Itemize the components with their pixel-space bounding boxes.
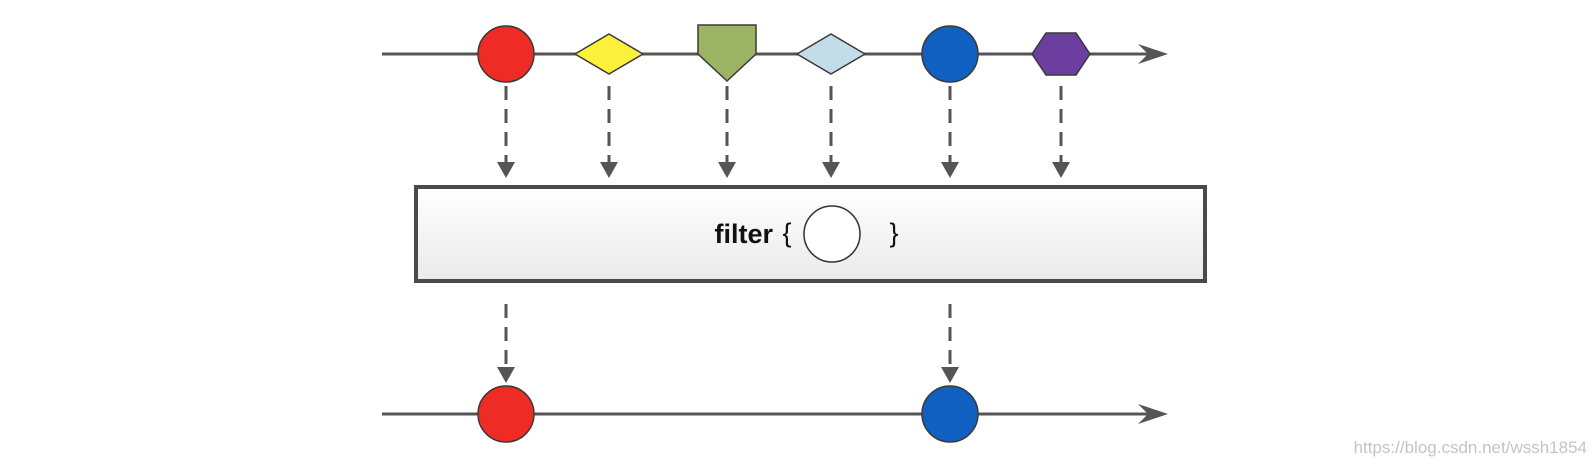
input-arrow-4-head	[822, 162, 840, 178]
input-arrow-3-head	[718, 162, 736, 178]
input-marble-1-circle	[477, 25, 535, 83]
input-marble-2-diamond	[573, 33, 645, 75]
input-marble-4-diamond	[795, 33, 867, 75]
output-marble-5-circle	[921, 385, 979, 443]
output-arrow-5	[941, 304, 959, 383]
input-arrow-5-head	[941, 162, 959, 178]
input-arrow-2	[600, 86, 618, 178]
watermark: https://blog.csdn.net/wssh1854	[1353, 438, 1587, 457]
input-arrow-4	[822, 86, 840, 178]
input-marble-6-hexagon	[1031, 32, 1091, 76]
operator-open-brace: {	[782, 218, 791, 248]
input-arrow-6-head	[1052, 162, 1070, 178]
input-arrow-3	[718, 86, 736, 178]
operator-close-brace: }	[889, 218, 898, 248]
input-arrow-1	[497, 86, 515, 178]
input-arrow-6	[1052, 86, 1070, 178]
operator-box: filter { }	[414, 185, 1207, 283]
input-timeline-arrowhead	[1138, 44, 1168, 64]
predicate-circle	[803, 205, 861, 263]
input-arrow-2-head	[600, 162, 618, 178]
operator-name: filter	[714, 219, 773, 249]
output-timeline-arrowhead	[1138, 404, 1168, 424]
output-arrow-1-head	[497, 367, 515, 383]
input-marble-3-pentagon	[697, 24, 757, 83]
input-arrow-1-head	[497, 162, 515, 178]
output-marbles	[477, 385, 979, 443]
output-arrows	[497, 304, 959, 383]
output-arrow-1	[497, 304, 515, 383]
input-arrows	[497, 86, 1070, 178]
input-arrow-5	[941, 86, 959, 178]
output-arrow-5-head	[941, 367, 959, 383]
output-marble-1-circle	[477, 385, 535, 443]
input-marbles	[477, 24, 1091, 83]
input-marble-5-circle	[921, 25, 979, 83]
